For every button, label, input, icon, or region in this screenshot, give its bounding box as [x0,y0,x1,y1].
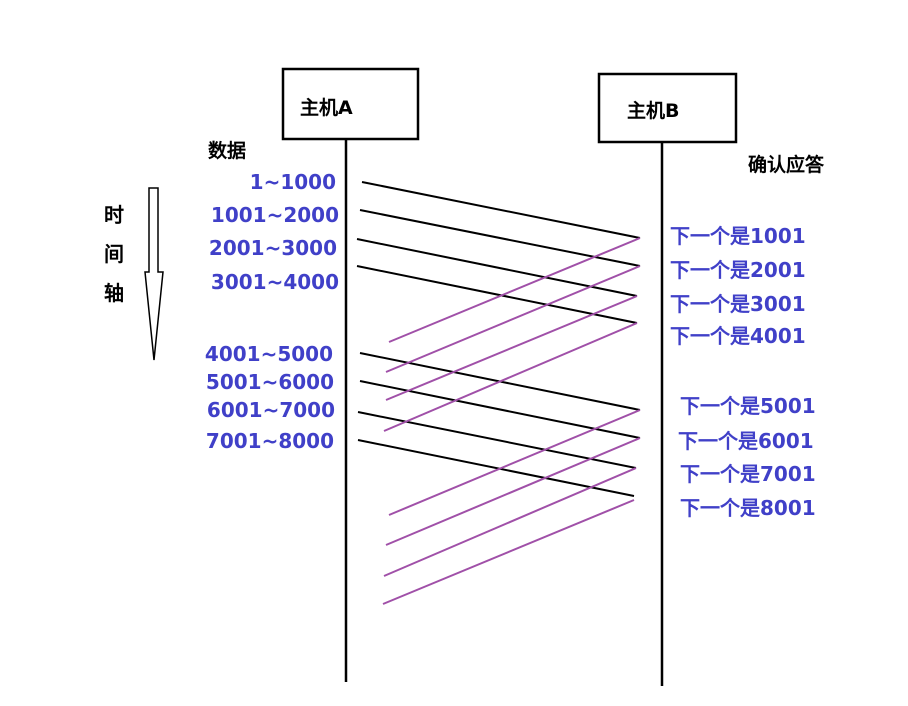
data-line [357,411,637,469]
data-header: 数据 [208,139,246,162]
data-line [356,265,638,324]
data-segment-label: 1001~2000 [211,203,339,227]
ack-label: 下一个是1001 [670,224,806,248]
host-a: 主机A [281,67,420,141]
host-b-label: 主机B [627,100,679,122]
ack-label: 下一个是7001 [680,462,816,486]
data-line [359,209,641,267]
ack-lines [382,237,641,605]
host-b-box [597,72,738,144]
data-segment-label: 7001~8000 [206,429,334,453]
ack-line [382,499,635,605]
ack-line [383,322,638,432]
ack-label: 下一个是5001 [680,394,816,418]
ack-line [385,437,641,546]
data-segment-labels: 1~1000 1001~2000 2001~3000 3001~4000 400… [205,170,339,453]
time-axis-char-2: 间 [104,242,124,266]
time-axis-arrow-icon [144,187,164,361]
ack-header: 确认应答 [748,153,825,176]
data-line [357,439,635,497]
data-segment-label: 1~1000 [250,170,336,194]
data-segment-label: 3001~4000 [211,270,339,294]
ack-line [383,467,637,577]
host-a-box [281,67,420,141]
ack-labels: 下一个是1001 下一个是2001 下一个是3001 下一个是4001 下一个是… [670,224,816,520]
host-b: 主机B [597,72,738,144]
data-line [356,238,638,297]
ack-line [385,265,641,373]
data-line [361,181,641,239]
ack-label: 下一个是6001 [678,429,814,453]
data-line [359,380,641,439]
data-segment-label: 2001~3000 [209,236,337,260]
ack-line [388,409,641,516]
data-segment-label: 5001~6000 [206,370,334,394]
data-segment-label: 6001~7000 [207,398,335,422]
time-axis: 时 间 轴 [104,187,164,361]
time-axis-char-3: 轴 [104,281,124,305]
ack-label: 下一个是8001 [680,496,816,520]
time-axis-char-1: 时 [104,203,124,227]
ack-label: 下一个是2001 [670,258,806,282]
data-segment-label: 4001~5000 [205,342,333,366]
ack-line [385,295,638,401]
ack-label: 下一个是3001 [670,292,806,316]
ack-label: 下一个是4001 [670,324,806,348]
host-a-label: 主机A [300,97,353,119]
ack-line [388,237,641,343]
